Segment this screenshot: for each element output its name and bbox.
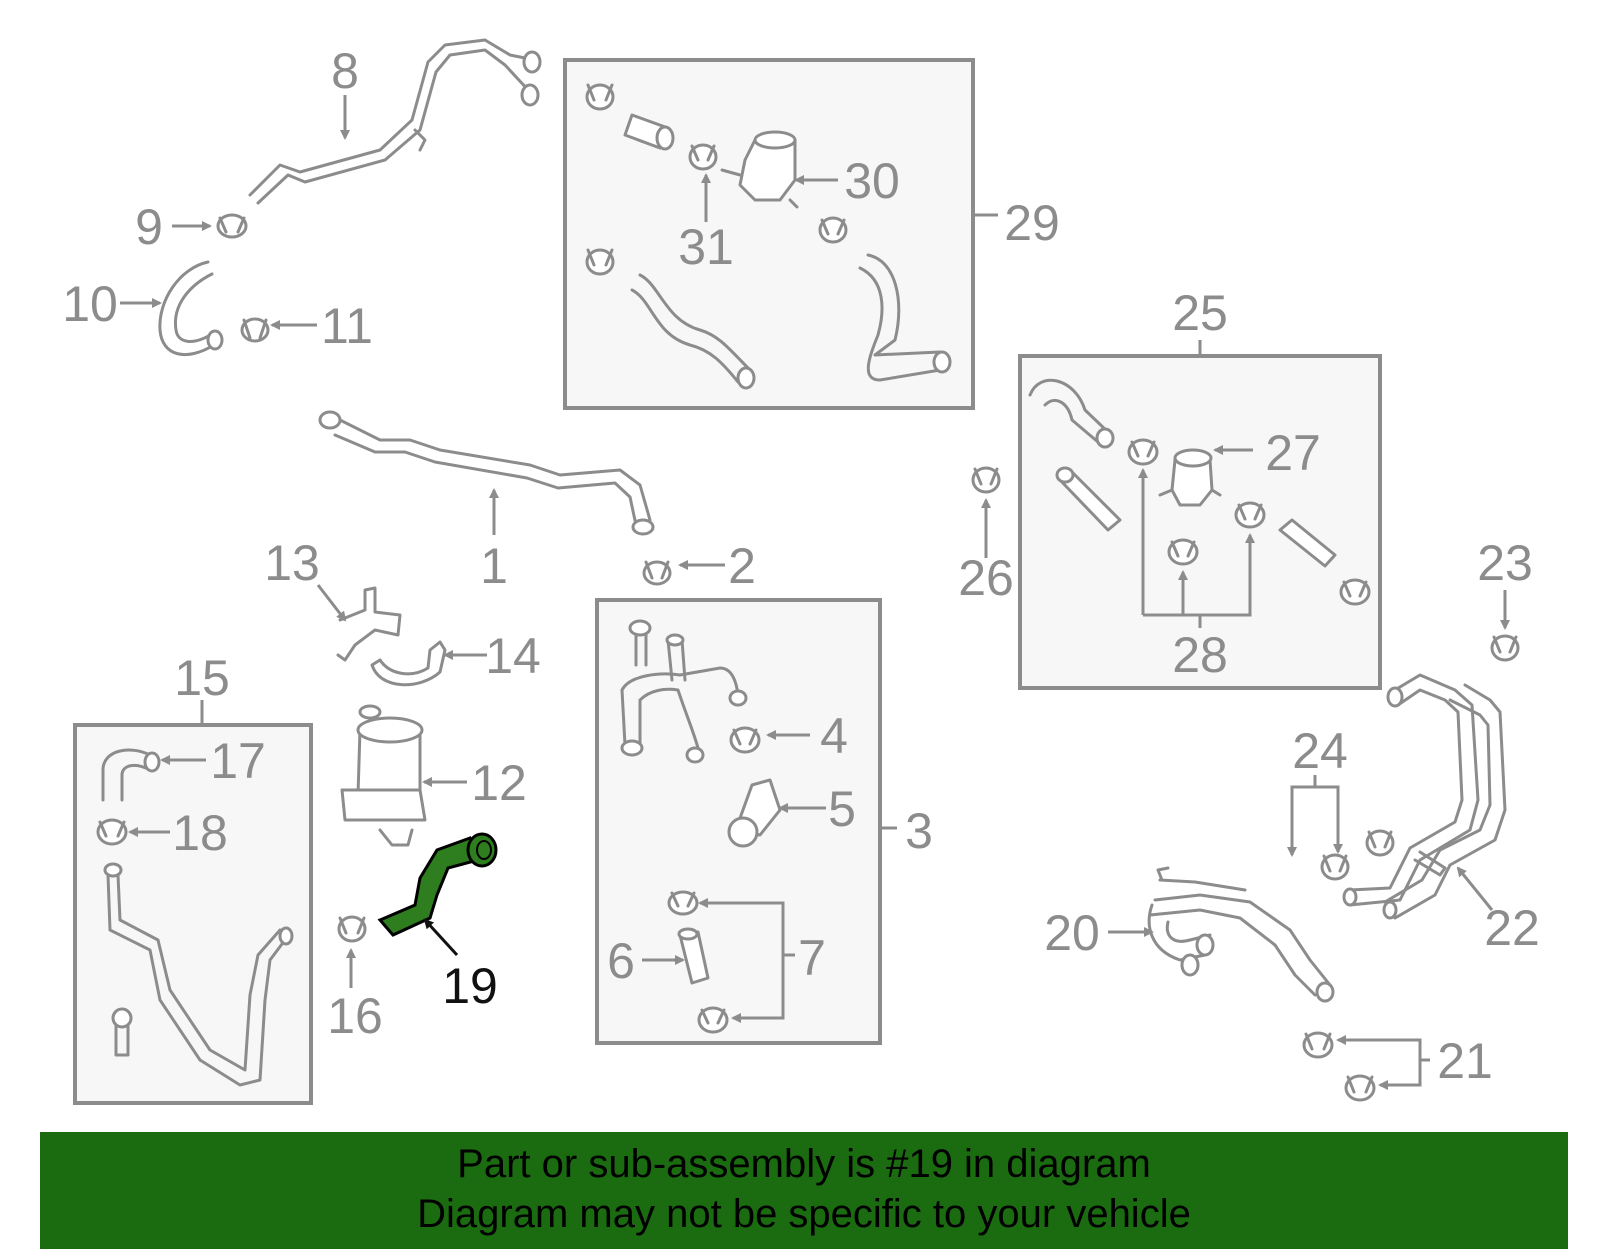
callout-24: 24 (1292, 723, 1348, 779)
part-11-clamp (240, 317, 270, 343)
callout-31: 31 (678, 219, 734, 275)
part-20-hose (1147, 866, 1335, 1003)
group-25-parts (1028, 378, 1371, 606)
part-1-pipe (318, 410, 655, 536)
callout-8: 8 (331, 43, 359, 99)
callout-13: 13 (264, 535, 320, 591)
part-21-clamps (1302, 1031, 1376, 1102)
callout-25: 25 (1172, 285, 1228, 341)
callout-16: 16 (327, 988, 383, 1044)
part-9-clamp (216, 213, 248, 239)
group-15-parts (96, 748, 294, 1087)
callout-22: 22 (1484, 900, 1540, 956)
callout-17: 17 (210, 733, 266, 789)
group-box-15 (73, 723, 313, 1105)
callout-21: 21 (1437, 1033, 1493, 1089)
callout-11: 11 (321, 298, 373, 354)
callout-28: 28 (1172, 627, 1228, 683)
callout-26: 26 (958, 550, 1014, 606)
part-19-hose-highlighted (377, 832, 498, 937)
callout-19-highlighted: 19 (442, 958, 498, 1014)
callout-6: 6 (607, 933, 635, 989)
part-12-pump (340, 704, 427, 847)
part-23-clamp (1490, 634, 1520, 662)
part-13-bracket (336, 586, 402, 662)
part-22-pipes (1342, 673, 1507, 920)
callout-30: 30 (844, 153, 900, 209)
group-29-parts (585, 83, 952, 390)
part-26-clamp (971, 466, 1001, 494)
banner-line-1: Part or sub-assembly is #19 in diagram (457, 1142, 1151, 1186)
callout-2: 2 (728, 538, 756, 594)
callout-3: 3 (905, 803, 933, 859)
group-box-29 (563, 58, 975, 410)
part-2-clamp (642, 560, 672, 586)
banner-line-2: Diagram may not be specific to your vehi… (417, 1192, 1191, 1236)
callout-labels: 8 9 10 11 29 30 31 25 27 26 28 1 2 13 14… (62, 43, 1540, 1089)
callout-7: 7 (798, 930, 826, 986)
callout-14: 14 (485, 628, 541, 684)
leader-lines (120, 95, 1510, 1090)
callout-5: 5 (828, 781, 856, 837)
callout-18: 18 (172, 805, 228, 861)
callout-9: 9 (135, 199, 163, 255)
part-14-bracket (370, 640, 447, 687)
callout-23: 23 (1477, 535, 1533, 591)
callout-29: 29 (1004, 195, 1060, 251)
info-banner: Part or sub-assembly is #19 in diagram D… (40, 1132, 1568, 1249)
part-10-hose (158, 260, 224, 357)
callout-12: 12 (471, 755, 527, 811)
part-24-clamps (1320, 829, 1395, 881)
part-8-pipe (248, 38, 542, 205)
callout-4: 4 (820, 708, 848, 764)
callout-15: 15 (174, 650, 230, 706)
group-3-parts (620, 619, 782, 1034)
callout-1: 1 (480, 538, 508, 594)
callout-10: 10 (62, 276, 118, 332)
callout-20: 20 (1044, 905, 1100, 961)
part-16-clamp (337, 915, 367, 943)
callout-27: 27 (1265, 425, 1321, 481)
group-box-25 (1018, 354, 1382, 690)
